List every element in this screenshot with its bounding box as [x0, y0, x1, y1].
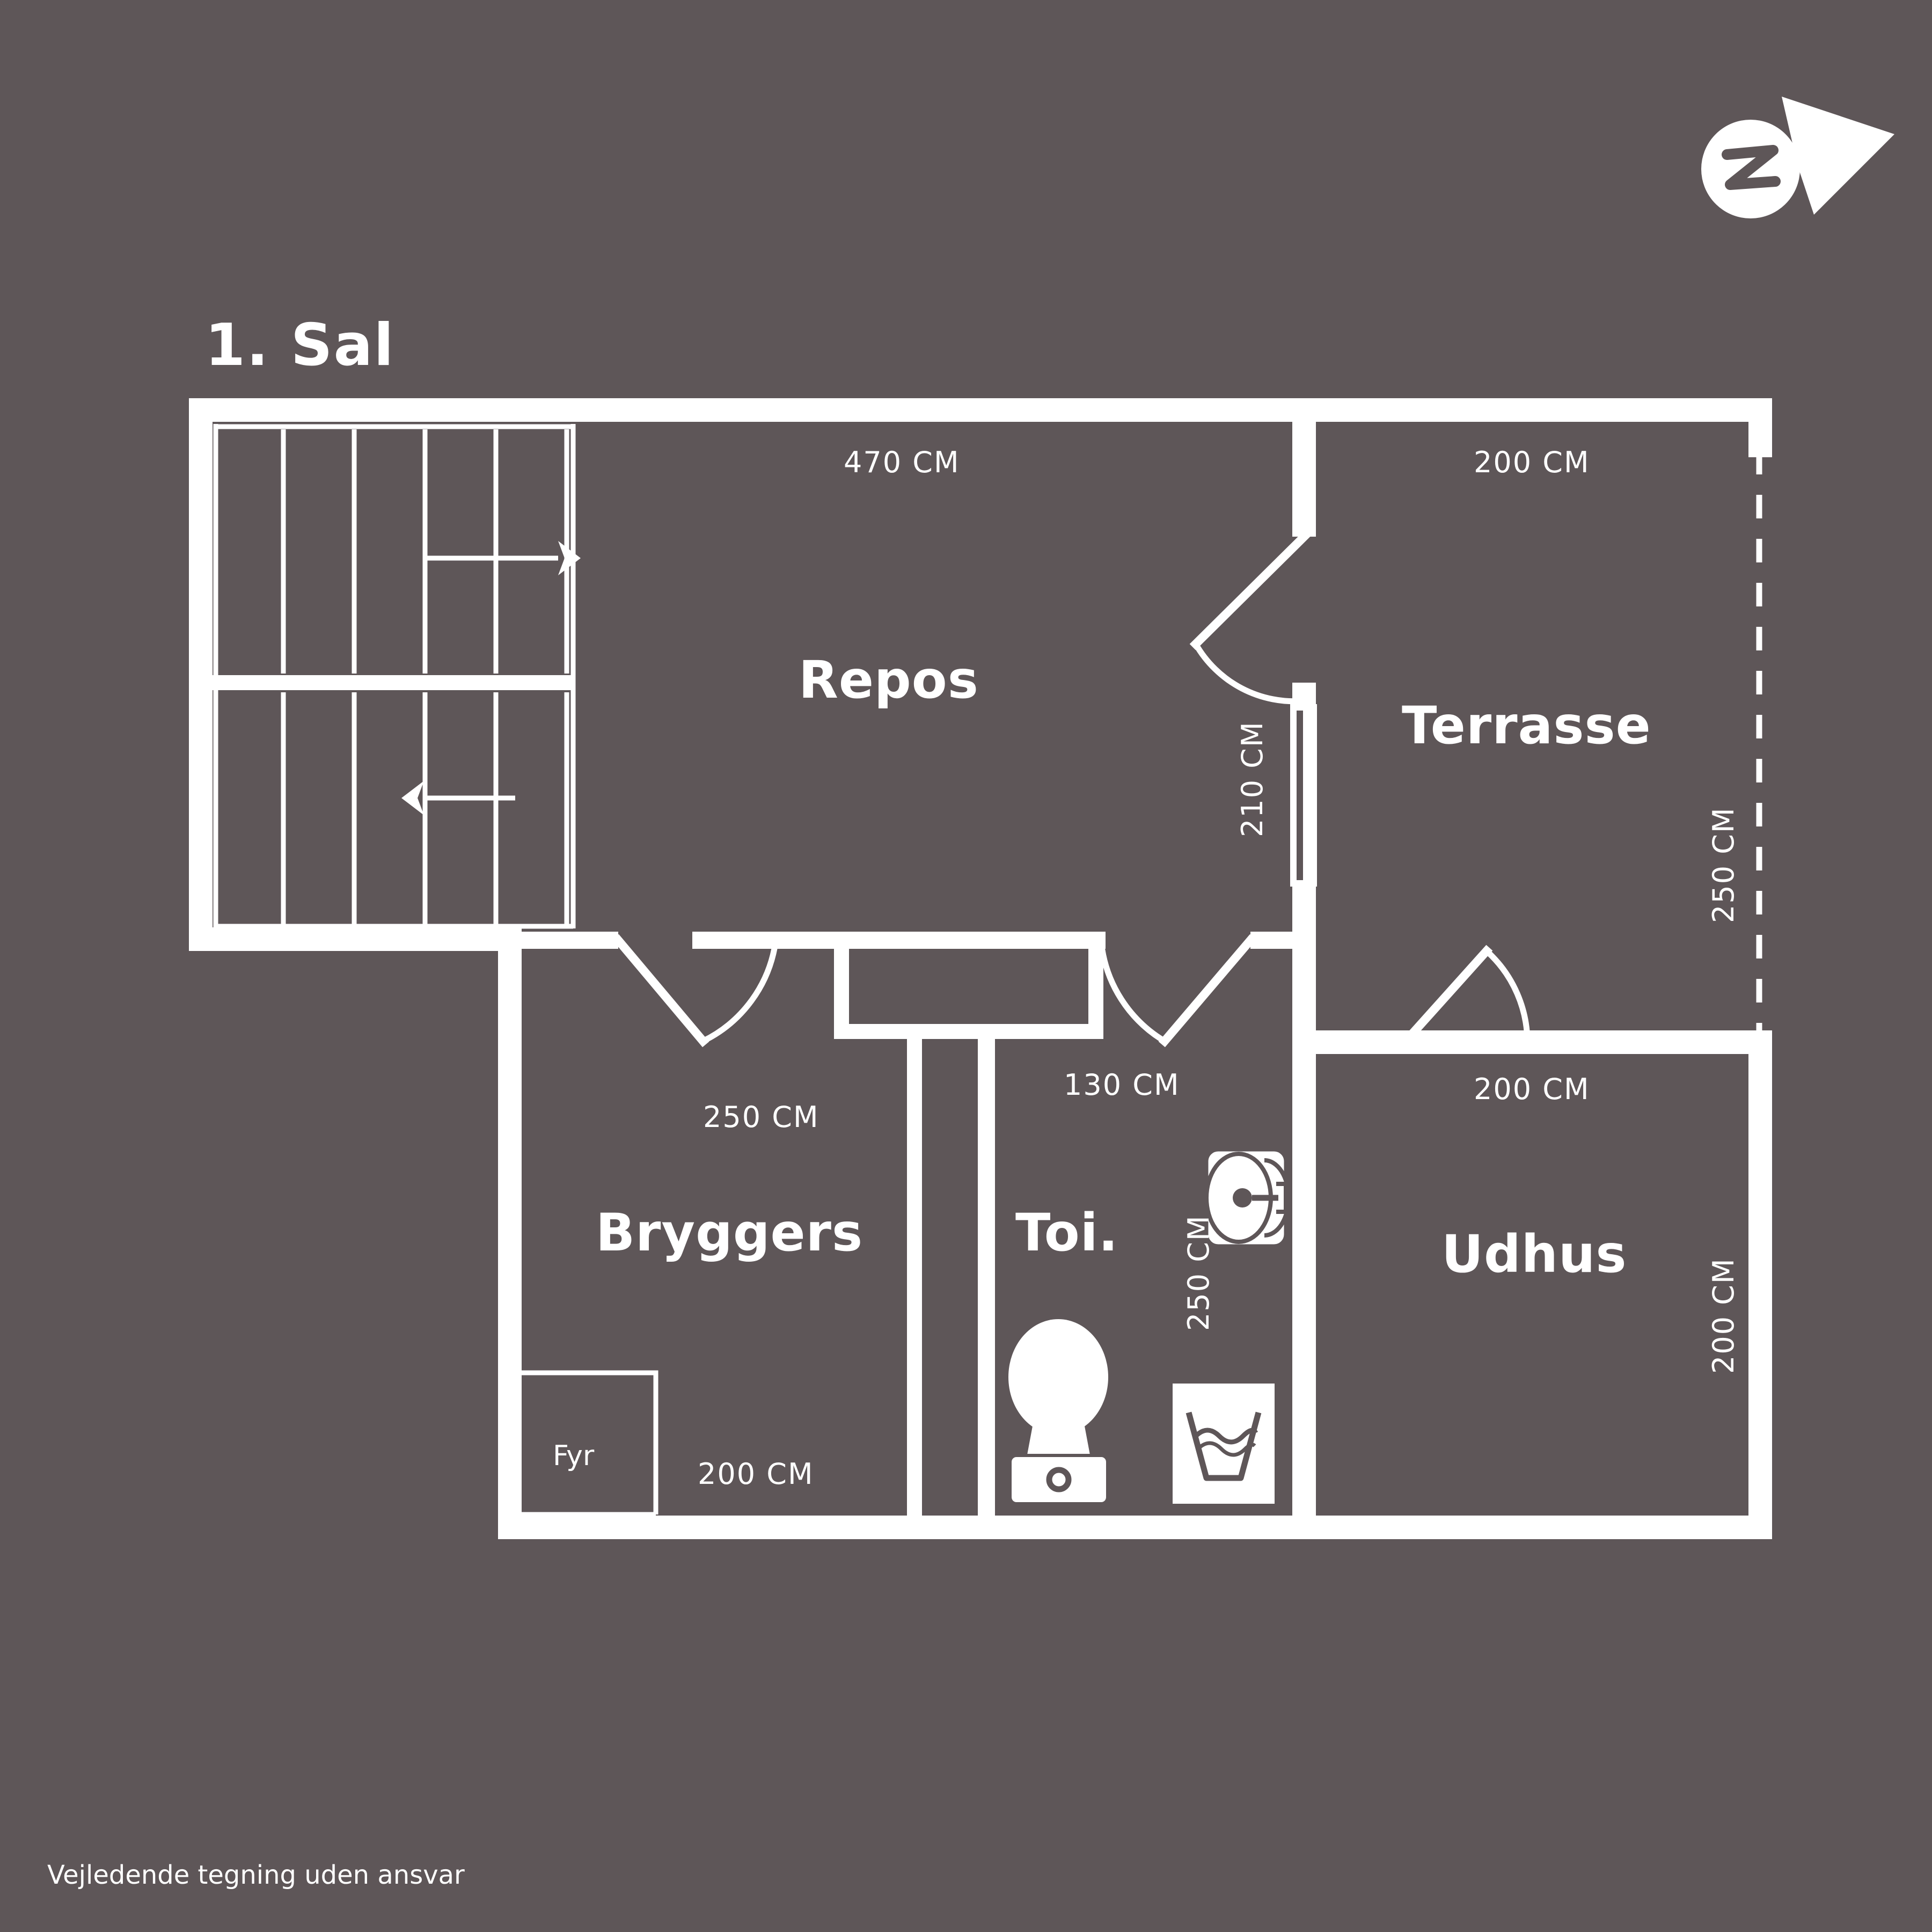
- wall-toilet-udhus: [1292, 932, 1316, 1539]
- room-label-bryggers: Bryggers: [596, 1203, 863, 1263]
- room-label-repos: Repos: [799, 650, 979, 710]
- wall-left-lower: [498, 927, 522, 1539]
- wall-stair-bottom: [189, 927, 522, 951]
- dim-toilet-width: 130 CM: [1064, 1068, 1180, 1102]
- stair-arrow-up-icon: [424, 541, 581, 575]
- dim-bryggers-depth: 200 CM: [698, 1457, 814, 1491]
- door-bryggers: [612, 934, 779, 1048]
- dim-udhus-height: 200 CM: [1707, 1257, 1740, 1374]
- wall-top: [189, 398, 1772, 422]
- dim-repos-width: 470 CM: [844, 445, 960, 479]
- room-label-toilet: Toi.: [1015, 1203, 1118, 1263]
- door-frame-terrasse: [1290, 704, 1317, 887]
- outer-walls: [189, 398, 1772, 1539]
- wall-bryggers-header: [692, 932, 778, 949]
- room-label-udhus: Udhus: [1441, 1224, 1627, 1284]
- toilet-icon: [1008, 1319, 1109, 1505]
- dim-udhus-width: 200 CM: [1474, 1072, 1590, 1106]
- doors: [612, 530, 1531, 1052]
- wall-right-udhus: [1748, 1030, 1772, 1539]
- fyr-closet: [522, 1370, 658, 1517]
- brand-logo[interactable]: [1701, 97, 1894, 218]
- wall-udhus-jog: [1292, 1030, 1400, 1054]
- room-label-fyr: Fyr: [553, 1440, 595, 1472]
- wall-repos-terrasse-stub: [1292, 398, 1316, 537]
- room-label-terrasse: Terrasse: [1402, 696, 1651, 756]
- wall-left-upper: [189, 398, 213, 951]
- wall-bryggers-toilet: [978, 1036, 995, 1539]
- wall-udhus-top: [1374, 1030, 1772, 1054]
- wall-niche-left: [834, 932, 849, 1039]
- dim-terrasse-height: 250 CM: [1707, 807, 1740, 923]
- wall-niche-bottom: [834, 1024, 1103, 1039]
- washing-basin-icon: [1173, 1384, 1275, 1504]
- logo-z-glyph-icon: [1722, 145, 1781, 190]
- wall-right-terrasse-top: [1748, 398, 1772, 457]
- dim-terrasse-width: 200 CM: [1474, 445, 1590, 479]
- dim-bryggers-width: 250 CM: [703, 1100, 819, 1134]
- sink-icon: [1204, 1147, 1291, 1248]
- door-toilet: [1098, 934, 1257, 1048]
- wall-toilet-header-right: [1250, 932, 1299, 949]
- interior-walls: [522, 398, 1400, 1539]
- page-title: 1. Sal: [205, 312, 394, 379]
- wall-bottom: [498, 1516, 1772, 1539]
- cursor-arrow-inner-icon: [1787, 102, 1889, 209]
- dim-door-height: 210 CM: [1235, 721, 1269, 837]
- door-repos-terrasse: [1189, 530, 1317, 887]
- stair-arrow-down-icon: [401, 781, 515, 815]
- door-udhus: [1395, 945, 1531, 1052]
- stair-landing: [213, 675, 573, 690]
- wall-bryggers-header-left: [522, 932, 618, 949]
- footer-disclaimer: Vejledende tegning uden ansvar: [47, 1860, 465, 1890]
- wall-niche-top: [773, 932, 1106, 949]
- dim-toilet-height: 250 CM: [1182, 1214, 1216, 1331]
- staircase: [213, 424, 581, 929]
- wall-toilet-left-extension: [907, 1024, 922, 1539]
- door-frame-inner: [1297, 711, 1303, 880]
